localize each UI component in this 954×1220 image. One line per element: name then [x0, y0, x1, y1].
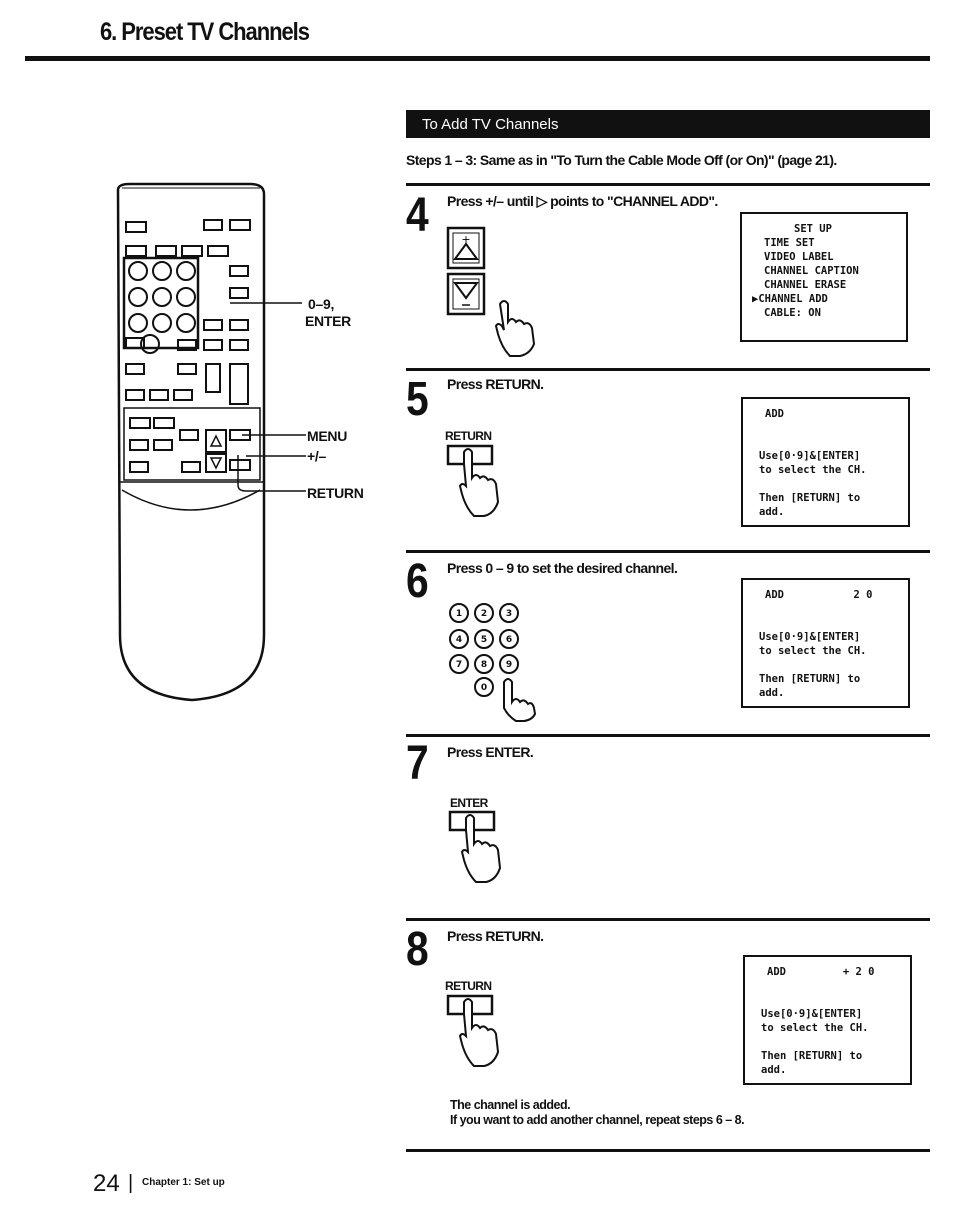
step-6-rule — [406, 550, 930, 553]
osd-line: Then [RETURN] to — [761, 1050, 863, 1062]
osd-line: to select the CH. — [759, 645, 867, 657]
callout-numbers: 0–9, — [308, 296, 335, 312]
callout-enter: ENTER — [305, 313, 351, 329]
osd-line-selected: ▶CHANNEL ADD — [752, 293, 828, 305]
keypad-digit: 1 — [456, 609, 462, 619]
step-5-rule — [406, 368, 930, 371]
step-4-rule — [406, 183, 930, 186]
enter-button-label: ENTER — [450, 796, 488, 810]
callout-menu: MENU — [307, 428, 348, 444]
osd-line: Then [RETURN] to — [759, 492, 861, 504]
step-8-text: Press RETURN. — [447, 928, 544, 944]
press-return-button-icon-2 — [446, 994, 500, 1067]
keypad-digit: 0 — [481, 683, 487, 693]
keypad-digit: 2 — [481, 609, 487, 619]
page-number: 24 — [93, 1170, 120, 1197]
press-return-button-icon — [446, 444, 500, 517]
return-button-label-2: RETURN — [445, 979, 492, 993]
osd-line: CHANNEL ERASE — [764, 279, 847, 291]
osd-line: SET UP — [794, 223, 832, 235]
plus-minus-buttons-icon: + — [446, 226, 536, 357]
keypad-digit: 4 — [456, 635, 462, 645]
step-4-text: Press +/– until ▷ points to "CHANNEL ADD… — [447, 193, 718, 209]
number-keypad-icon: 1 2 3 4 5 6 7 8 9 0 — [449, 603, 537, 722]
closing-line-2: If you want to add another channel, repe… — [450, 1113, 745, 1127]
page-title: 6. Preset TV Channels — [100, 18, 310, 46]
step-6-text: Press 0 – 9 to set the desired channel. — [447, 560, 678, 576]
osd-line: CABLE: ON — [764, 307, 821, 319]
step-7-text: Press ENTER. — [447, 744, 534, 760]
keypad-digit: 6 — [506, 635, 512, 645]
step-7-rule — [406, 734, 930, 737]
step-8-number: 8 — [406, 923, 429, 976]
step-5-text: Press RETURN. — [447, 376, 544, 392]
osd-line: Use[0·9]&[ENTER] — [761, 1008, 863, 1020]
osd-line: ADD + 2 0 — [767, 966, 875, 978]
footer-rule — [406, 1149, 930, 1152]
keypad-digit: 9 — [506, 660, 512, 670]
step-5-osd-screen: ADD Use[0·9]&[ENTER] to select the CH. T… — [741, 397, 910, 527]
osd-line: VIDEO LABEL — [764, 251, 834, 263]
keypad-digit: 5 — [481, 635, 487, 645]
chapter-label: Chapter 1: Set up — [142, 1177, 225, 1188]
step-6-osd-screen: ADD 2 0 Use[0·9]&[ENTER] to select the C… — [741, 578, 910, 708]
osd-line: add. — [759, 506, 785, 518]
osd-line: Use[0·9]&[ENTER] — [759, 450, 861, 462]
return-button-label: RETURN — [445, 429, 492, 443]
osd-line: TIME SET — [764, 237, 815, 249]
osd-line: Use[0·9]&[ENTER] — [759, 631, 861, 643]
osd-line: ADD — [765, 408, 784, 420]
osd-line: to select the CH. — [761, 1022, 869, 1034]
section-header: To Add TV Channels — [406, 110, 930, 138]
callout-plus-minus: +/– — [307, 448, 326, 464]
steps-note: Steps 1 – 3: Same as in "To Turn the Cab… — [406, 152, 837, 168]
osd-line: add. — [759, 687, 785, 699]
step-4-number: 4 — [406, 189, 429, 242]
svg-text:+: + — [461, 233, 470, 246]
callout-lines — [230, 302, 306, 492]
press-enter-button-icon — [448, 810, 502, 883]
section-title: To Add TV Channels — [422, 116, 559, 133]
step-8-osd-screen: ADD + 2 0 Use[0·9]&[ENTER] to select the… — [743, 955, 912, 1085]
page-separator: | — [128, 1172, 134, 1194]
step-6-number: 6 — [406, 555, 429, 608]
remote-control-illustration — [116, 182, 266, 702]
step-7-number: 7 — [406, 737, 429, 790]
osd-line: to select the CH. — [759, 464, 867, 476]
osd-line: ADD 2 0 — [765, 589, 873, 601]
closing-note: The channel is added. If you want to add… — [450, 1098, 745, 1128]
closing-line-1: The channel is added. — [450, 1098, 571, 1112]
osd-line: add. — [761, 1064, 787, 1076]
keypad-digit: 7 — [456, 660, 462, 670]
osd-line: CHANNEL CAPTION — [764, 265, 859, 277]
header-rule — [25, 56, 930, 61]
step-8-rule — [406, 918, 930, 921]
step-5-number: 5 — [406, 373, 429, 426]
keypad-digit: 3 — [506, 609, 512, 619]
step-4-osd-screen: SET UP TIME SET VIDEO LABEL CHANNEL CAPT… — [740, 212, 908, 342]
keypad-digit: 8 — [481, 660, 487, 670]
callout-return: RETURN — [307, 485, 364, 501]
osd-line: Then [RETURN] to — [759, 673, 861, 685]
